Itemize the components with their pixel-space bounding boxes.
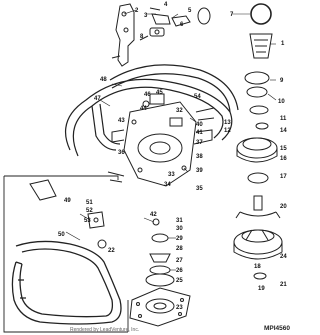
side-fittings xyxy=(107,107,215,183)
pump-base-plate xyxy=(129,287,191,327)
callout-50: 50 xyxy=(58,232,65,238)
callout-38: 38 xyxy=(196,154,203,160)
pump-rotor xyxy=(236,137,278,184)
callout-labels: 1 2 3 4 5 6 7 8 9 10 11 12 13 14 15 16 1… xyxy=(58,2,287,311)
inset-bracket xyxy=(29,179,107,249)
callout-18: 18 xyxy=(254,264,261,270)
callout-9: 9 xyxy=(280,78,284,84)
callout-11: 11 xyxy=(280,116,287,122)
callout-14: 14 xyxy=(280,128,287,134)
o-ring-large xyxy=(250,3,272,25)
callout-36: 36 xyxy=(118,150,125,156)
callout-8: 8 xyxy=(140,34,144,40)
callout-25: 25 xyxy=(176,278,183,284)
bearing-stack xyxy=(244,71,270,130)
callout-41: 41 xyxy=(196,130,203,136)
figure-id: MPI4560 xyxy=(264,325,291,332)
callout-35: 35 xyxy=(196,186,203,192)
callout-51: 51 xyxy=(86,200,93,206)
callout-32: 32 xyxy=(176,108,183,114)
pump-body xyxy=(111,93,213,187)
leader-lines xyxy=(65,9,277,271)
callout-44: 44 xyxy=(140,106,147,112)
center-parts-stack xyxy=(145,218,175,287)
callout-30: 30 xyxy=(176,226,183,232)
callout-15: 15 xyxy=(280,146,287,152)
callout-2: 2 xyxy=(135,8,139,14)
callout-7: 7 xyxy=(230,12,234,18)
callout-28: 28 xyxy=(176,246,183,252)
callout-29: 29 xyxy=(176,236,183,242)
callout-17: 17 xyxy=(280,174,287,180)
callout-46: 46 xyxy=(144,92,151,98)
callout-4: 4 xyxy=(164,2,168,8)
callout-27: 27 xyxy=(176,258,183,264)
callout-6: 6 xyxy=(180,22,184,28)
exploded-parts-diagram: 1 2 3 4 5 6 7 8 9 10 11 12 13 14 15 16 1… xyxy=(3,2,287,333)
callout-5: 5 xyxy=(188,8,192,14)
callout-19: 19 xyxy=(258,286,265,292)
inset-box xyxy=(3,175,129,333)
callout-48: 48 xyxy=(100,77,107,83)
coiled-hose xyxy=(11,240,122,325)
fitting-hardware xyxy=(139,7,211,41)
callout-39: 39 xyxy=(196,168,203,174)
callout-16: 16 xyxy=(280,156,287,162)
callout-31: 31 xyxy=(176,218,183,224)
callout-10: 10 xyxy=(278,99,285,105)
callout-52: 52 xyxy=(86,208,93,214)
callout-22: 22 xyxy=(108,248,115,254)
callout-3: 3 xyxy=(144,13,148,19)
callout-37: 37 xyxy=(196,140,203,146)
callout-24: 24 xyxy=(280,254,287,260)
impeller-assembly xyxy=(233,229,283,280)
callout-21: 21 xyxy=(280,282,287,288)
callout-33: 33 xyxy=(168,172,175,178)
callout-49: 49 xyxy=(64,198,71,204)
callout-26: 26 xyxy=(176,268,183,274)
hose-loop xyxy=(65,64,239,157)
filter-element xyxy=(249,33,273,59)
shaft-spring xyxy=(235,195,281,219)
callout-43: 43 xyxy=(118,118,125,124)
callout-1: 1 xyxy=(281,41,285,47)
callout-23: 23 xyxy=(176,305,183,311)
callout-40: 40 xyxy=(196,122,203,128)
callout-47: 47 xyxy=(94,96,101,102)
footer-credit: Rendered by LeadVenture, Inc. xyxy=(70,327,140,333)
callout-53: 53 xyxy=(84,218,91,224)
callout-13: 13 xyxy=(224,120,231,126)
callout-45: 45 xyxy=(156,90,163,96)
callout-54: 54 xyxy=(194,94,201,100)
callout-42: 42 xyxy=(150,212,157,218)
callout-34: 34 xyxy=(164,182,171,188)
callout-12: 12 xyxy=(224,128,231,134)
mounting-bracket xyxy=(111,3,135,67)
callout-20: 20 xyxy=(280,204,287,210)
